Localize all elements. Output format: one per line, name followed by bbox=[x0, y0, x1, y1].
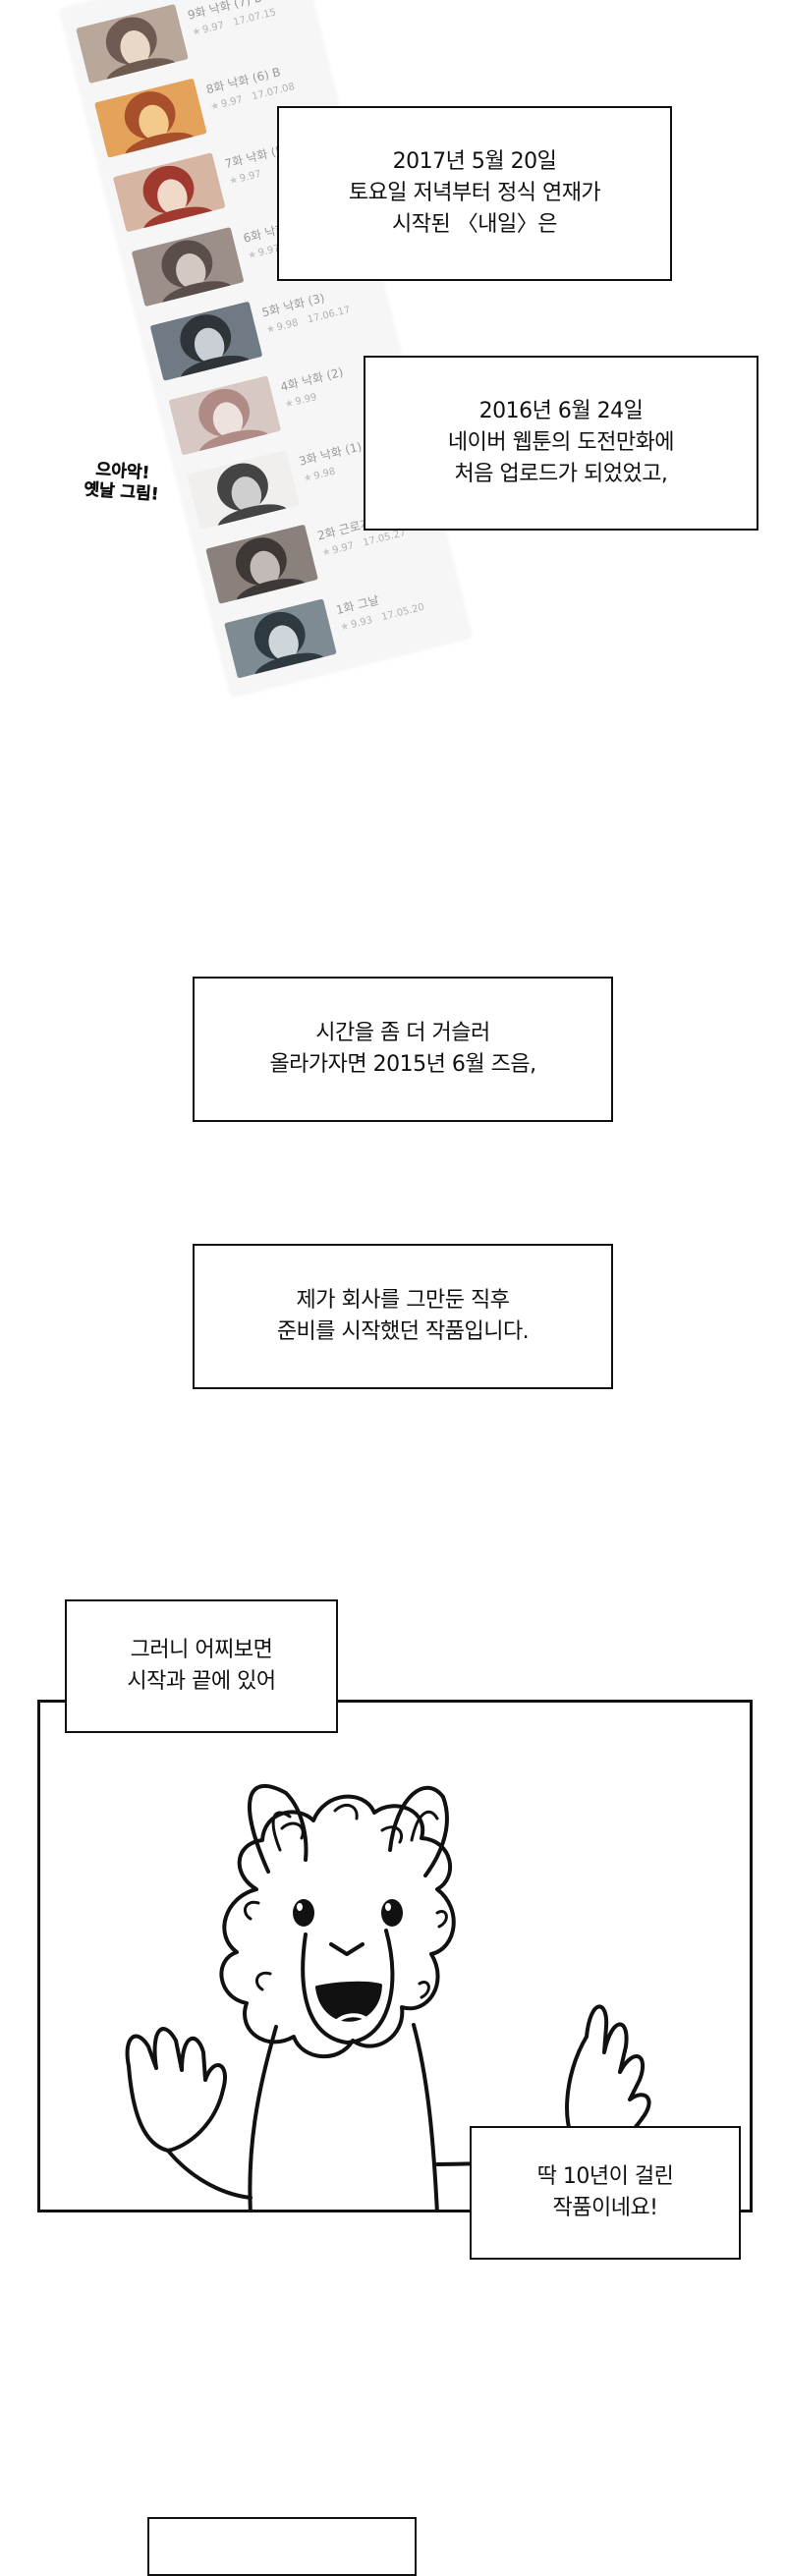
star-icon: ★ bbox=[283, 397, 296, 411]
episode-title: 3화 낙화 (1) bbox=[297, 439, 364, 469]
caption-intro: 2017년 5월 20일 토요일 저녁부터 정식 연재가 시작된 〈내일〉은 bbox=[277, 106, 672, 281]
alpaca-head bbox=[219, 1794, 456, 2058]
episode-thumbnail bbox=[168, 375, 282, 456]
caption-intro-line-1: 2017년 5월 20일 bbox=[392, 149, 557, 175]
caption-challenge-line-1: 2016년 6월 24일 bbox=[478, 399, 644, 424]
caption-challenge: 2016년 6월 24일 네이버 웹툰의 도전만화에 처음 업로드가 되었었고, bbox=[364, 356, 758, 531]
episode-thumbnail-art bbox=[76, 3, 189, 84]
episode-thumbnail-art bbox=[149, 301, 263, 381]
episode-date bbox=[269, 166, 272, 177]
star-icon: ★ bbox=[247, 249, 258, 262]
episode-rating: 9.93 bbox=[350, 614, 374, 632]
episode-date bbox=[325, 389, 328, 400]
episode-rating: 9.97 bbox=[219, 94, 245, 111]
caption-earlier-line-1: 시간을 좀 더 거슬러 bbox=[315, 1021, 490, 1046]
star-icon: ★ bbox=[191, 26, 202, 39]
episode-thumbnail-art bbox=[187, 449, 301, 531]
caption-earlier-line-2: 올라가자면 2015년 6월 즈음, bbox=[269, 1052, 536, 1077]
next-caption-box bbox=[147, 2517, 417, 2576]
shout-line-2: 옛날 그림! bbox=[83, 479, 160, 505]
alpaca-drawing bbox=[125, 1783, 651, 2210]
episode-rating: 9.98 bbox=[312, 466, 337, 482]
episode-rating: 9.97 bbox=[201, 20, 226, 36]
episode-date bbox=[344, 464, 347, 475]
episode-thumbnail-art bbox=[168, 375, 282, 456]
episode-thumbnail bbox=[223, 598, 337, 679]
caption-panel-bottom: 딱 10년이 걸린 작품이네요! bbox=[470, 2126, 741, 2260]
episode-thumbnail bbox=[93, 78, 207, 158]
episode-thumbnail-art bbox=[112, 152, 226, 233]
episode-thumbnail bbox=[149, 301, 263, 381]
caption-intro-line-3: 시작된 〈내일〉은 bbox=[392, 211, 557, 237]
episode-thumbnail bbox=[187, 449, 301, 531]
episode-rating: 9.99 bbox=[294, 391, 318, 408]
caption-quit-line-2: 준비를 시작했던 작품입니다. bbox=[276, 1319, 530, 1344]
star-icon: ★ bbox=[228, 174, 240, 188]
episode-row[interactable]: 4화 낙화 (2) ★9.99 bbox=[157, 336, 413, 464]
star-icon: ★ bbox=[264, 323, 277, 336]
shout-text: 으아악! 옛날 그림! bbox=[83, 459, 161, 506]
caption-challenge-line-3: 처음 업로드가 되었었고, bbox=[454, 461, 668, 486]
episode-row[interactable]: 6화 낙화 (4)★9.97 bbox=[120, 187, 375, 314]
caption-panel-top-line-1: 그러니 어찌보면 bbox=[130, 1638, 273, 1663]
episode-thumbnail-art bbox=[131, 226, 245, 308]
caption-quit-line-1: 제가 회사를 그만둔 직후 bbox=[296, 1288, 510, 1314]
caption-intro-line-2: 토요일 저녁부터 정식 연재가 bbox=[348, 181, 601, 206]
star-icon: ★ bbox=[320, 546, 332, 559]
star-icon: ★ bbox=[209, 100, 221, 113]
caption-panel-bottom-line-2: 작품이네요! bbox=[552, 2196, 658, 2220]
caption-earlier: 시간을 좀 더 거슬러 올라가자면 2015년 6월 즈음, bbox=[193, 977, 613, 1122]
star-icon: ★ bbox=[339, 620, 351, 634]
episode-rating: 9.97 bbox=[331, 540, 356, 557]
caption-panel-bottom-line-1: 딱 10년이 걸린 bbox=[536, 2164, 674, 2190]
left-ear bbox=[248, 1783, 309, 1874]
episode-thumbnail-art bbox=[205, 524, 319, 604]
caption-panel-top: 그러니 어찌보면 시작과 끝에 있어 bbox=[65, 1599, 338, 1733]
episode-thumbnail bbox=[205, 524, 319, 604]
episode-thumbnail bbox=[112, 152, 226, 233]
caption-quit: 제가 회사를 그만둔 직후 준비를 시작했던 작품입니다. bbox=[193, 1244, 613, 1389]
episode-row[interactable]: 3화 낙화 (1) ★9.98 bbox=[176, 410, 431, 537]
episode-rating: 9.97 bbox=[238, 168, 263, 185]
episode-date: 17.05.20 bbox=[380, 601, 426, 624]
episode-rating: 9.98 bbox=[275, 317, 300, 334]
episode-thumbnail bbox=[76, 3, 189, 84]
star-icon: ★ bbox=[302, 472, 313, 485]
episode-title: 4화 낙화 (2) bbox=[278, 364, 345, 395]
episode-thumbnail-art bbox=[93, 78, 207, 158]
caption-panel-top-line-2: 시작과 끝에 있어 bbox=[127, 1669, 276, 1694]
episode-thumbnail bbox=[131, 226, 245, 308]
caption-challenge-line-2: 네이버 웹툰의 도전만화에 bbox=[447, 430, 675, 456]
episode-thumbnail-art bbox=[223, 598, 337, 679]
episode-row[interactable]: 7화 낙화 (5)★9.97 bbox=[101, 112, 357, 240]
right-ear bbox=[388, 1785, 449, 1877]
